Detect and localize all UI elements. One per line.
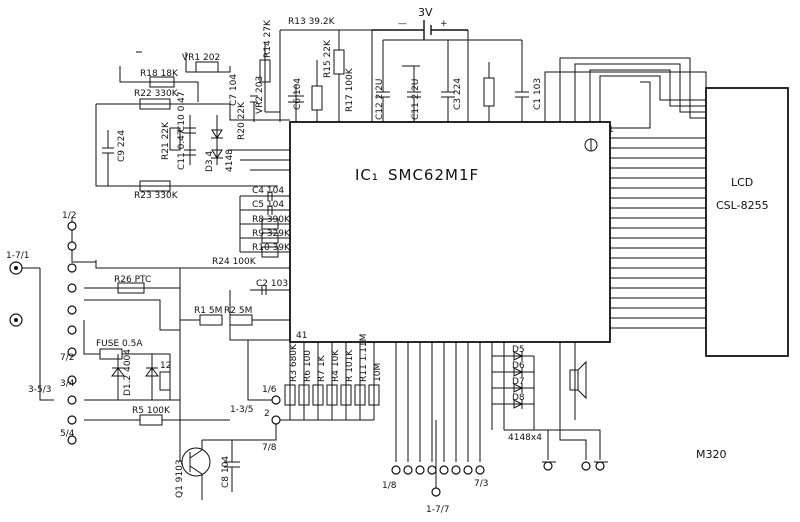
label-r15: R15 22K xyxy=(323,39,333,78)
label-d12: D1.2 4004 xyxy=(123,349,133,396)
label-r13: R13 39.2K xyxy=(288,17,336,27)
label-d8: D8 xyxy=(512,393,525,403)
label-d7: D7 xyxy=(512,377,525,387)
label-r14: R14 27K xyxy=(263,19,273,58)
label-diodes: 4148x4 xyxy=(508,433,542,443)
diode-bank xyxy=(513,351,524,409)
label-c3: C3 224 xyxy=(453,78,463,110)
label-t16: 1/6 xyxy=(262,385,277,395)
terminals xyxy=(9,221,605,497)
label-q1: Q1 9103 xyxy=(175,459,185,498)
lcd-part: CSL-8255 xyxy=(716,199,769,212)
label-t135: 1-3/5 xyxy=(230,405,253,415)
label-d6: D6 xyxy=(512,361,525,371)
label-vr1: VR1 202 xyxy=(182,53,220,63)
label-c7: C7 104 xyxy=(229,74,239,106)
label-c2: C2 103 xyxy=(256,279,288,289)
label-t77: 1-7/7 xyxy=(426,505,449,515)
ic-part: SMC62M1F xyxy=(388,166,479,184)
label-t72: 7/2 xyxy=(60,353,74,363)
label-c10: C10 0.47 xyxy=(177,91,187,132)
label-t2: 2 xyxy=(264,409,270,419)
label-fuse: FUSE 0.5A xyxy=(96,339,143,349)
ic-pin1: 1 xyxy=(608,125,614,135)
label-r23: R23 330K xyxy=(134,191,179,201)
label-r12: 12 xyxy=(160,361,171,371)
label-t12: 1/2 xyxy=(62,211,76,221)
label-c1: C1 103 xyxy=(533,78,543,110)
label-t54: 5/4 xyxy=(60,429,75,439)
battery-plus: + xyxy=(440,19,448,29)
component-labels: R13 39.2K R14 27K R15 22K R17 100K R18 1… xyxy=(6,17,543,515)
label-r24: R24 100K xyxy=(212,257,257,267)
lcd-bus xyxy=(544,57,707,329)
label-r2: R2 5M xyxy=(224,306,252,316)
cap-res-ladder xyxy=(239,191,290,258)
ic-ref: IC₁ xyxy=(355,166,379,184)
label-t172: 1-7/1 xyxy=(6,251,29,261)
label-rm: 10M xyxy=(373,363,383,382)
label-c5: C5 104 xyxy=(252,200,284,210)
label-r11: R11 1.11M xyxy=(359,334,369,382)
label-t18: 1/8 xyxy=(382,481,397,491)
input-network xyxy=(14,218,290,426)
label-r1: R1 5M xyxy=(194,306,222,316)
label-rr: R 101K xyxy=(345,349,355,382)
lcd-title: LCD xyxy=(731,176,753,189)
label-r20: R20 22K xyxy=(237,101,247,140)
label-t78: 7/8 xyxy=(262,443,277,453)
label-r8: R8 390K xyxy=(252,215,291,225)
label-r21: R21 22K xyxy=(161,121,171,160)
label-r4: R4 10K xyxy=(331,349,341,382)
label-d5: D5 xyxy=(512,345,525,355)
label-r6: R6 100 xyxy=(303,350,313,382)
label-r10: R10 39K xyxy=(252,243,291,253)
label-t35: 3-5/3 xyxy=(28,385,51,395)
label-r5: R5 100K xyxy=(132,406,171,416)
label-d4148: 4148 xyxy=(225,149,235,172)
label-r22: R22 330K xyxy=(134,89,179,99)
top-network xyxy=(119,29,529,122)
label-c9: C9 224 xyxy=(117,130,127,162)
ic-body xyxy=(289,121,611,343)
label-t73: 7/3 xyxy=(474,479,488,489)
label-r26: R26 PTC xyxy=(114,275,151,285)
transistor-q1 xyxy=(179,420,277,500)
label-r7: R7 1K xyxy=(317,354,327,382)
label-r3: R3 680K xyxy=(289,343,299,382)
lcd-body xyxy=(705,87,789,357)
label-c11: C11 2.2U xyxy=(411,79,421,121)
ic-orientation-mark xyxy=(584,138,598,152)
label-r18: R18 18K xyxy=(140,69,179,79)
bottom-resistors xyxy=(276,342,380,421)
label-c12: C12 2.2U xyxy=(375,79,385,121)
label-r9: R9 329K xyxy=(252,229,291,239)
label-c4: C4 104 xyxy=(252,186,284,196)
label-d3: D3.4 xyxy=(205,150,215,172)
label-c6: C6 104 xyxy=(293,78,303,110)
ic-pin41: 41 xyxy=(296,331,307,341)
label-c8: C8 104 xyxy=(221,456,231,488)
battery-voltage: 3V xyxy=(418,6,433,19)
label-t34: 3/4 xyxy=(60,379,75,389)
label-c11b: C11 0.47 xyxy=(177,129,187,170)
battery: 3V — + xyxy=(372,6,469,122)
keypad-lines xyxy=(395,342,608,488)
label-r17: R17 100K xyxy=(345,67,355,112)
battery-minus: — xyxy=(398,19,407,29)
label-vr2: VR2 203 xyxy=(255,76,265,114)
model-label: M320 xyxy=(696,448,727,461)
left-network xyxy=(95,98,290,192)
